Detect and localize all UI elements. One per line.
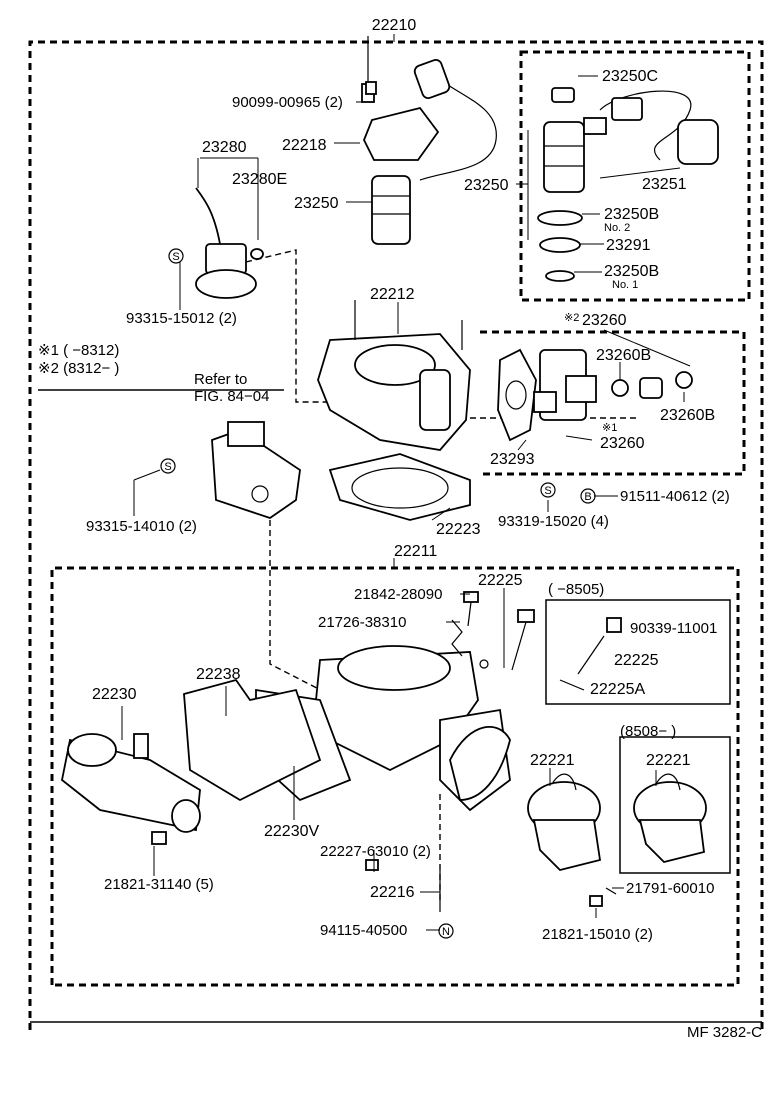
- note-1: ※1 ( −8312): [38, 342, 119, 359]
- label-22210: 22210: [372, 17, 417, 34]
- label-93319-15020: 93319-15020 (4): [498, 513, 609, 530]
- label-22238: 22238: [196, 666, 241, 683]
- figure-code: MF 3282-C: [687, 1024, 762, 1041]
- label-no2: No. 2: [604, 222, 630, 234]
- marker-b-text: B: [584, 491, 591, 503]
- label-mark2: ※2: [564, 312, 579, 324]
- note-2: ※2 (8312− ): [38, 360, 119, 377]
- label-23250-b: 23250: [464, 177, 509, 194]
- label-23250B-no1: 23250B: [604, 263, 659, 280]
- label-range-8505: ( −8505): [548, 581, 604, 598]
- tps-group-boundary: [480, 330, 746, 476]
- idle-speed-valve-22230: [61, 733, 201, 833]
- range-8505-box: [545, 599, 731, 705]
- assembly-22211-boundary: [50, 566, 740, 987]
- label-23291: 23291: [606, 237, 651, 254]
- label-21726-38310: 21726-38310: [318, 614, 406, 631]
- label-23251: 23251: [642, 176, 687, 193]
- pressure-regulator-23280: [195, 187, 264, 299]
- label-22216: 22216: [370, 884, 415, 901]
- label-23260-top: 23260: [582, 312, 627, 329]
- dashpot-22221-a: [527, 773, 602, 871]
- small-fasteners: [151, 81, 622, 912]
- label-21821-31140: 21821-31140 (5): [104, 876, 214, 893]
- label-91511-40612: 91511-40612 (2): [620, 488, 730, 505]
- marker-s-3: S: [540, 482, 556, 498]
- label-23280E: 23280E: [232, 171, 287, 188]
- assembly-22210-boundary: [28, 34, 764, 1030]
- label-22225-b: 22225: [614, 652, 659, 669]
- label-22225-a: 22225: [478, 572, 523, 589]
- label-22223: 22223: [436, 521, 481, 538]
- label-22212: 22212: [370, 286, 415, 303]
- refer-to: Refer to: [194, 371, 247, 388]
- label-21791-60010: 21791-60010: [626, 880, 714, 897]
- label-23260B-b: 23260B: [660, 407, 715, 424]
- label-22225A: 22225A: [590, 681, 645, 698]
- sensor-module-refer: [211, 421, 301, 519]
- gasket-22223: [328, 453, 471, 521]
- injector-detail-group: [537, 87, 719, 282]
- throttle-position-sensor-23260: [497, 348, 693, 442]
- fig-ref: FIG. 84−04: [194, 388, 269, 405]
- label-94115-40500: 94115-40500: [320, 922, 407, 939]
- label-93315-14010: 93315-14010 (2): [86, 518, 197, 535]
- label-22230: 22230: [92, 686, 137, 703]
- throttle-body-upper-22212: [317, 300, 471, 451]
- marker-s-text: S: [164, 461, 171, 473]
- marker-s-text: S: [544, 485, 551, 497]
- throttle-body-lower-22211: [183, 645, 511, 812]
- marker-n: N: [438, 923, 454, 939]
- label-mark1: ※1: [602, 422, 617, 434]
- label-range-8508: (8508− ): [620, 723, 676, 740]
- label-23260-b: 23260: [600, 435, 645, 452]
- connector-lines: [245, 249, 640, 900]
- label-21821-15010: 21821-15010 (2): [542, 926, 653, 943]
- label-23280: 23280: [202, 139, 247, 156]
- gasket-22223-hole: [351, 467, 449, 509]
- label-22218: 22218: [282, 137, 327, 154]
- label-no1: No. 1: [612, 279, 638, 291]
- label-22227-63010: 22227-63010 (2): [320, 843, 431, 860]
- label-23293: 23293: [490, 451, 535, 468]
- label-22211: 22211: [394, 543, 437, 560]
- injector-group-boundary: [519, 50, 751, 302]
- label-22221-b: 22221: [646, 752, 691, 769]
- leader-lines: [121, 75, 691, 931]
- injector-23250: [371, 59, 497, 245]
- label-90099-00965: 90099-00965 (2): [232, 94, 343, 111]
- marker-s-text: S: [172, 251, 179, 263]
- range-8508-box: [619, 736, 731, 874]
- label-90339-11001: 90339-11001: [630, 620, 717, 637]
- marker-s-1: S: [168, 248, 184, 264]
- label-23250B-no2: 23250B: [604, 206, 659, 223]
- marker-s-2: S: [160, 458, 176, 474]
- marker-n-text: N: [442, 926, 450, 938]
- label-22230V: 22230V: [264, 823, 319, 840]
- label-21842-28090: 21842-28090: [354, 586, 442, 603]
- label-22221-a: 22221: [530, 752, 575, 769]
- label-93315-15012: 93315-15012 (2): [126, 310, 237, 327]
- label-23250C: 23250C: [602, 68, 658, 85]
- label-23250-a: 23250: [294, 195, 339, 212]
- dashpot-22221-b: [633, 773, 707, 863]
- label-23260B-a: 23260B: [596, 347, 651, 364]
- marker-b: B: [580, 488, 596, 504]
